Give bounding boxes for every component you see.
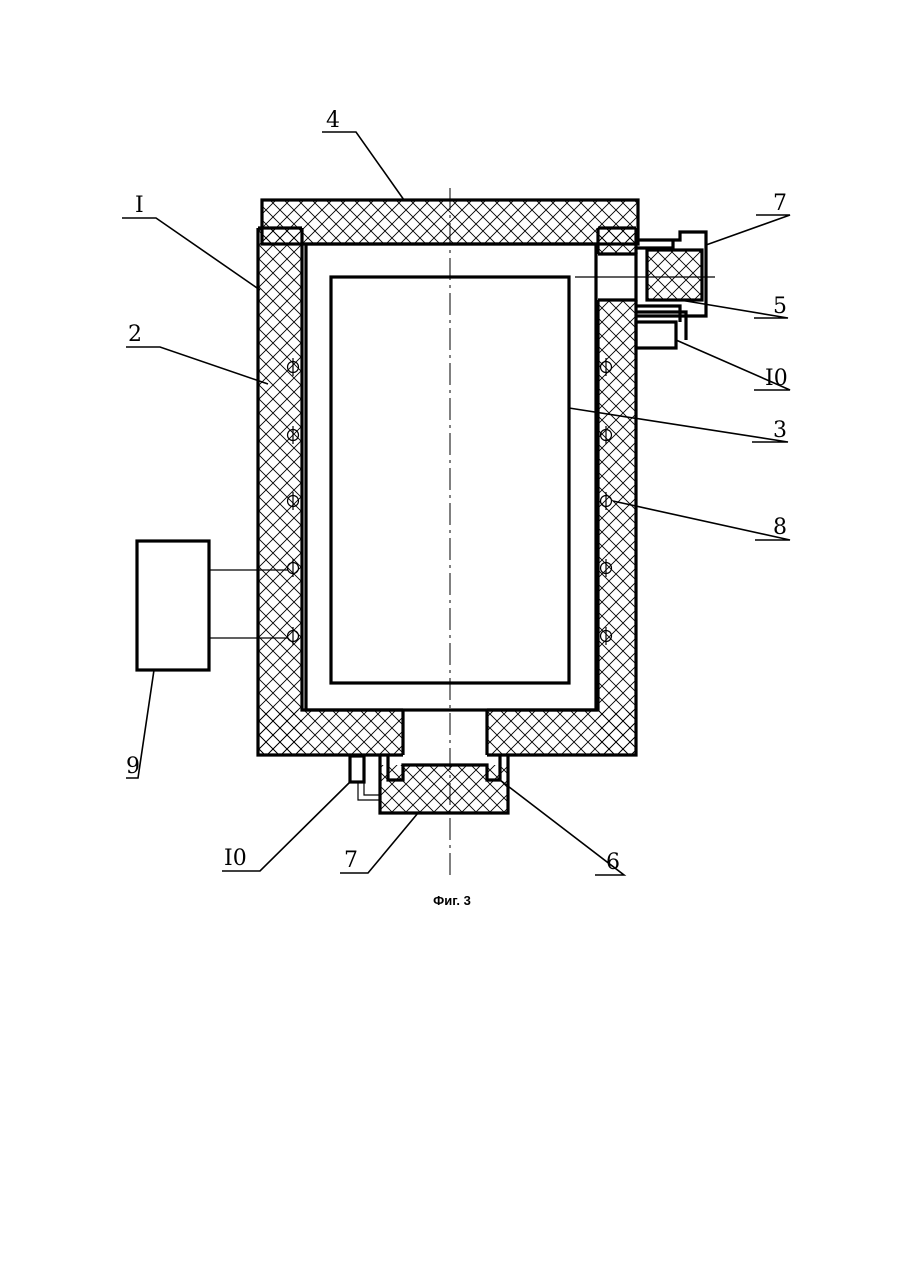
housing-body	[258, 228, 636, 755]
label-lower-port: 6	[606, 850, 620, 875]
label-upper-port: 5	[773, 294, 787, 319]
figure-caption: Фиг. 3	[433, 893, 471, 908]
label-seal-right: 7	[773, 191, 787, 216]
label-housing: I	[135, 193, 144, 218]
right-valve	[636, 322, 676, 348]
bottom-valve	[350, 756, 380, 800]
chamber-cavity	[306, 244, 596, 710]
label-seal-bottom: 7	[344, 848, 358, 873]
label-valve-bottom: I0	[224, 846, 247, 871]
label-chamber: 3	[773, 418, 787, 443]
label-heater: 8	[773, 515, 787, 540]
label-insulation: 2	[128, 322, 142, 347]
label-lid: 4	[326, 108, 340, 133]
bottom-seal	[380, 755, 508, 813]
right-seal	[636, 232, 706, 340]
label-control-unit: 9	[126, 754, 140, 779]
label-valve-right: I0	[765, 366, 788, 391]
lower-port	[403, 710, 487, 755]
